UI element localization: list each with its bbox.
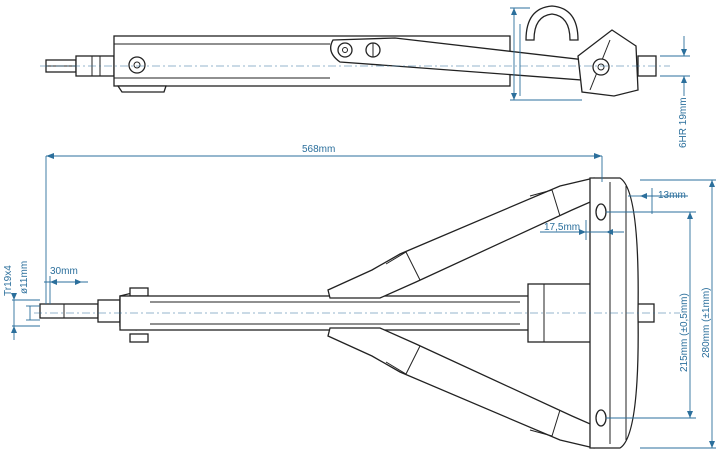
side-view-foot [116, 85, 167, 93]
plan-view-coupling-cap-bottom [129, 333, 149, 343]
dim-mount-width: 13mm [628, 188, 688, 214]
side-view [40, 5, 670, 97]
dim-bar-height-label: 6HR 19mm [678, 97, 689, 148]
dim-mount-width-label: 13mm [658, 190, 686, 201]
dim-handle-height [510, 7, 582, 101]
dim-thread-label: Tr19x4 [3, 265, 14, 296]
dim-hole-spacing-label: 215mm (±0,5mm) [679, 293, 690, 372]
plan-view-rod-collar [97, 299, 121, 323]
dim-mount-offset: 17,5mm [540, 220, 624, 240]
mount-hole-top [595, 203, 607, 221]
mount-hole-bottom [595, 409, 607, 427]
dim-mount-offset-label: 17,5mm [544, 222, 580, 233]
side-view-bolt [128, 56, 146, 74]
dim-overall-width: 280mm (±1mm) [640, 179, 716, 449]
dim-overall-width-label: 280mm (±1mm) [701, 288, 712, 359]
dim-tube-end: 30mm [44, 266, 88, 304]
plan-view-rod [39, 303, 99, 319]
dim-hole-spacing: 215mm (±0,5mm) [606, 211, 696, 419]
dim-bar-height: 6HR 19mm [660, 36, 690, 148]
side-view-head-bolt [592, 58, 610, 76]
plan-view [34, 177, 680, 449]
dim-total-length-label: 568mm [302, 144, 335, 155]
side-view-lever-pivot [337, 42, 353, 58]
dim-thread-diameter: Tr19x4 ø11mm [3, 261, 40, 340]
plan-view-lower-arm [327, 327, 605, 449]
dim-shaft-diameter-label: ø11mm [19, 261, 30, 294]
dim-total-length: 568mm [45, 144, 603, 304]
side-view-handle-ring [525, 5, 579, 41]
plan-view-coupling-cap-top [129, 287, 149, 297]
dim-tube-end-label: 30mm [50, 266, 78, 277]
plan-view-upper-arm [327, 177, 605, 299]
